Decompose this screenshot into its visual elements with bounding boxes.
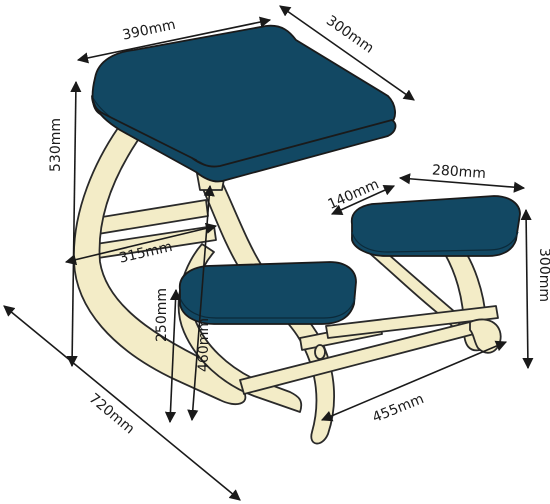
label-top-width: 390mm bbox=[121, 17, 177, 44]
top-seat-cushion bbox=[91, 24, 397, 183]
label-seat-height: 460mm bbox=[196, 318, 212, 372]
front-seat-pad bbox=[178, 261, 357, 325]
adjuster-knob bbox=[314, 344, 326, 360]
lower-rail-rear bbox=[325, 305, 499, 339]
label-knee-width: 280mm bbox=[432, 162, 487, 182]
label-base-length: 720mm bbox=[86, 391, 138, 438]
dim-line-knee-width bbox=[398, 173, 526, 193]
dim-line-top-depth bbox=[279, 5, 415, 101]
dimension-lines bbox=[3, 5, 534, 501]
label-front-pad-height: 250mm bbox=[154, 288, 170, 342]
dim-line-rocker-span bbox=[320, 340, 508, 422]
label-knee-height: 300mm bbox=[536, 248, 550, 302]
dim-line-knee-height bbox=[520, 208, 534, 370]
label-top-depth: 300mm bbox=[323, 13, 376, 57]
dim-line-total-height bbox=[66, 80, 82, 368]
dim-line-base-length bbox=[3, 305, 241, 501]
knee-pad-cushion bbox=[350, 195, 521, 257]
dim-line-knee-depth bbox=[330, 185, 396, 215]
dim-line-top-width bbox=[76, 16, 272, 64]
label-total-height: 530mm bbox=[48, 118, 64, 172]
